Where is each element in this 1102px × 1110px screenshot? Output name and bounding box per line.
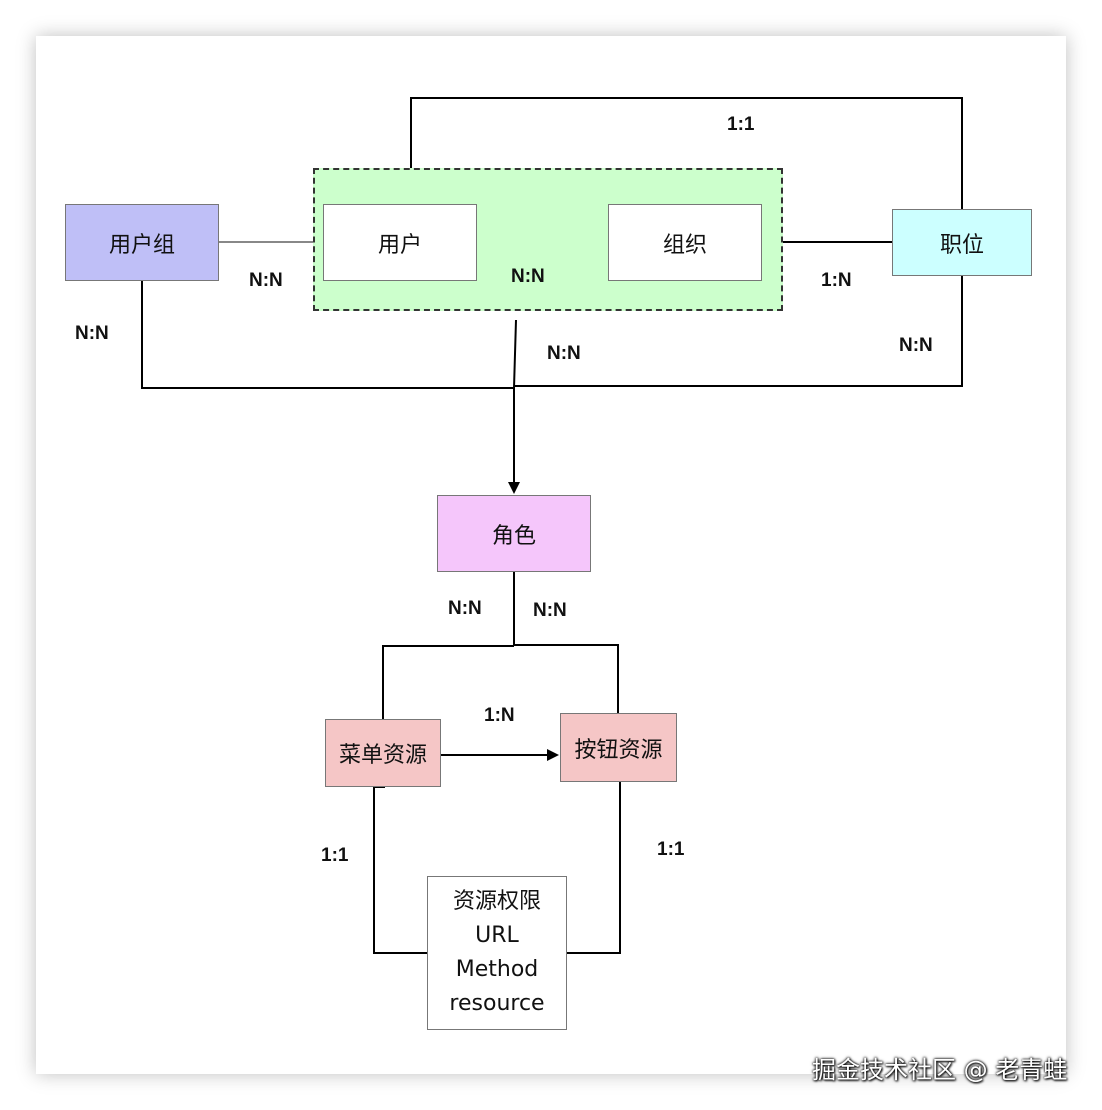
edge-usergroup-role [141,281,514,389]
label-role-button: N:N [533,600,567,621]
node-user: 用户 [323,204,477,281]
label-org-position: 1:N [821,270,852,291]
node-position: 职位 [892,209,1032,276]
watermark: 掘金技术社区 @ 老青蛙 [812,1056,1068,1084]
label-role-menu: N:N [448,598,482,619]
label-button-res: 1:1 [657,839,685,860]
label-position-top: 1:1 [727,114,755,135]
label-menu-button: 1:N [484,705,515,726]
label-user-org: N:N [511,266,545,287]
resource-line-resource: resource [449,991,545,1016]
label-menu-res: 1:1 [321,845,349,866]
node-menu-resource-label: 菜单资源 [338,743,427,768]
node-menu-resource: 菜单资源 [325,719,441,787]
node-button-resource: 按钮资源 [560,713,677,782]
edge-button-res [567,782,621,954]
node-resource-permission: 资源权限 URL Method resource [427,876,567,1030]
node-role-label: 角色 [491,523,536,549]
edge-role-menu [382,645,514,719]
edge-role-button [514,644,619,713]
resource-line-url: URL [475,923,519,948]
node-org: 组织 [608,204,762,281]
label-group-role: N:N [75,323,109,344]
edge-center-role [508,319,520,494]
edge-menu-res [373,786,427,954]
edge-position-loop [410,97,963,209]
edge-position-role [514,276,963,387]
node-user-group-label: 用户组 [108,232,175,258]
node-user-label: 用户 [377,232,422,258]
node-button-resource-label: 按钮资源 [574,737,663,763]
label-center-role: N:N [547,343,581,364]
node-role: 角色 [437,495,591,572]
label-group-user: N:N [249,270,283,291]
resource-line-method: Method [455,957,539,982]
node-position-label: 职位 [939,232,984,258]
resource-line-title: 资源权限 [452,889,541,914]
node-org-label: 组织 [662,232,707,258]
node-user-group: 用户组 [65,204,219,281]
label-position-role: N:N [899,335,933,356]
